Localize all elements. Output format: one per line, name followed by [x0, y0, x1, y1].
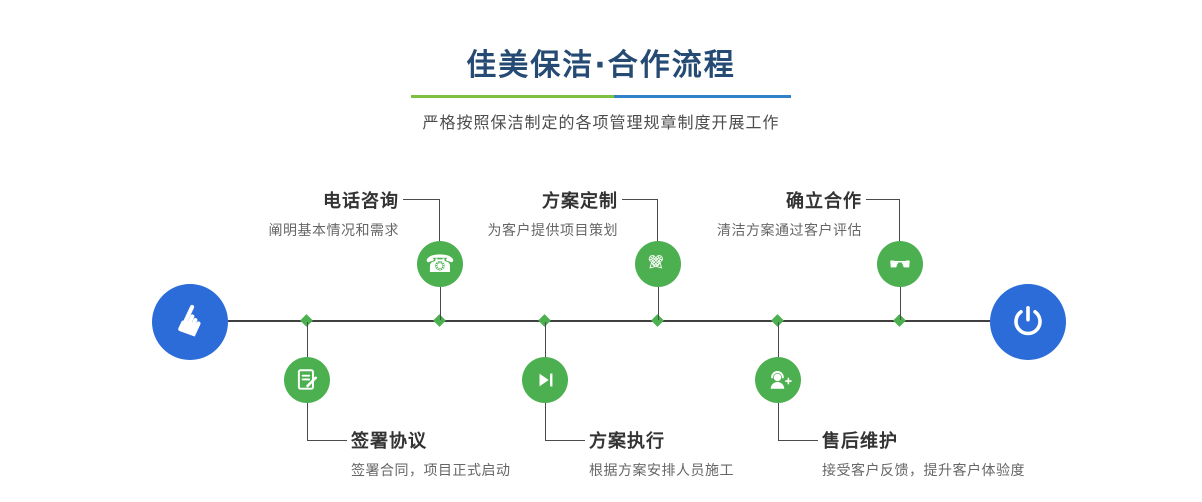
step-phone-consult-node: ☎ — [417, 241, 463, 287]
step-description: 为客户提供项目策划 — [487, 223, 618, 239]
label-connector — [545, 403, 585, 441]
step-after-sales-node — [755, 357, 801, 403]
connector-line — [545, 322, 546, 357]
step-description: 签署合同，项目正式启动 — [351, 463, 511, 479]
connector-line — [307, 322, 308, 357]
power-icon — [1014, 305, 1042, 336]
connector-line — [900, 287, 901, 320]
step-sign-agreement-label: 签署协议 签署合同，项目正式启动 — [351, 427, 511, 480]
step-description: 根据方案安排人员施工 — [589, 463, 734, 479]
divider-blue-segment — [614, 95, 791, 98]
handshake-icon: ☛☚ — [889, 254, 911, 273]
timeline-end-node — [990, 284, 1066, 360]
connector-line — [658, 287, 659, 320]
divider-green-segment — [411, 95, 615, 98]
step-plan-customization-node: ✎✎ — [635, 241, 681, 287]
step-title: 确立合作 — [786, 191, 862, 212]
label-connector — [622, 199, 658, 241]
label-connector — [866, 199, 900, 241]
timeline-line — [228, 320, 990, 322]
contract-icon — [297, 369, 317, 390]
phone-icon: ☎ — [425, 250, 455, 278]
step-after-sales-label: 售后维护 接受客户反馈，提升客户体验度 — [822, 427, 1025, 480]
step-description: 阐明基本情况和需求 — [268, 223, 399, 239]
step-phone-consult-label: 电话咨询 阐明基本情况和需求 — [269, 187, 400, 240]
headset-icon — [770, 370, 792, 389]
connector-line — [440, 287, 441, 320]
step-description: 接受客户反馈，提升客户体验度 — [822, 463, 1025, 479]
step-sign-agreement-node — [284, 357, 330, 403]
step-plan-execution-label: 方案执行 根据方案安排人员施工 — [589, 427, 734, 480]
step-title: 方案执行 — [589, 431, 665, 452]
label-connector — [307, 403, 347, 441]
connector-line — [778, 322, 779, 357]
play-icon — [539, 373, 553, 387]
step-title: 签署协议 — [351, 431, 427, 452]
page-subtitle: 严格按照保洁制定的各项管理规章制度开展工作 — [422, 113, 780, 132]
step-title: 电话咨询 — [323, 191, 399, 212]
crossed-pencils-icon: ✎✎ — [647, 251, 665, 275]
page-title: 佳美保洁·合作流程 — [466, 48, 736, 83]
step-plan-execution-node — [522, 357, 568, 403]
step-title: 售后维护 — [822, 431, 898, 452]
timeline-start-node: ☛ — [152, 284, 228, 360]
step-title: 方案定制 — [542, 191, 618, 212]
step-establish-cooperation-label: 确立合作 清洁方案通过客户评估 — [717, 187, 862, 240]
label-connector — [778, 403, 818, 441]
step-plan-customization-label: 方案定制 为客户提供项目策划 — [488, 187, 619, 240]
hand-pointer-icon: ☛ — [164, 295, 222, 348]
title-divider — [411, 95, 791, 98]
step-establish-cooperation-node: ☛☚ — [877, 241, 923, 287]
step-description: 清洁方案通过客户评估 — [717, 223, 862, 239]
label-connector — [403, 199, 440, 241]
